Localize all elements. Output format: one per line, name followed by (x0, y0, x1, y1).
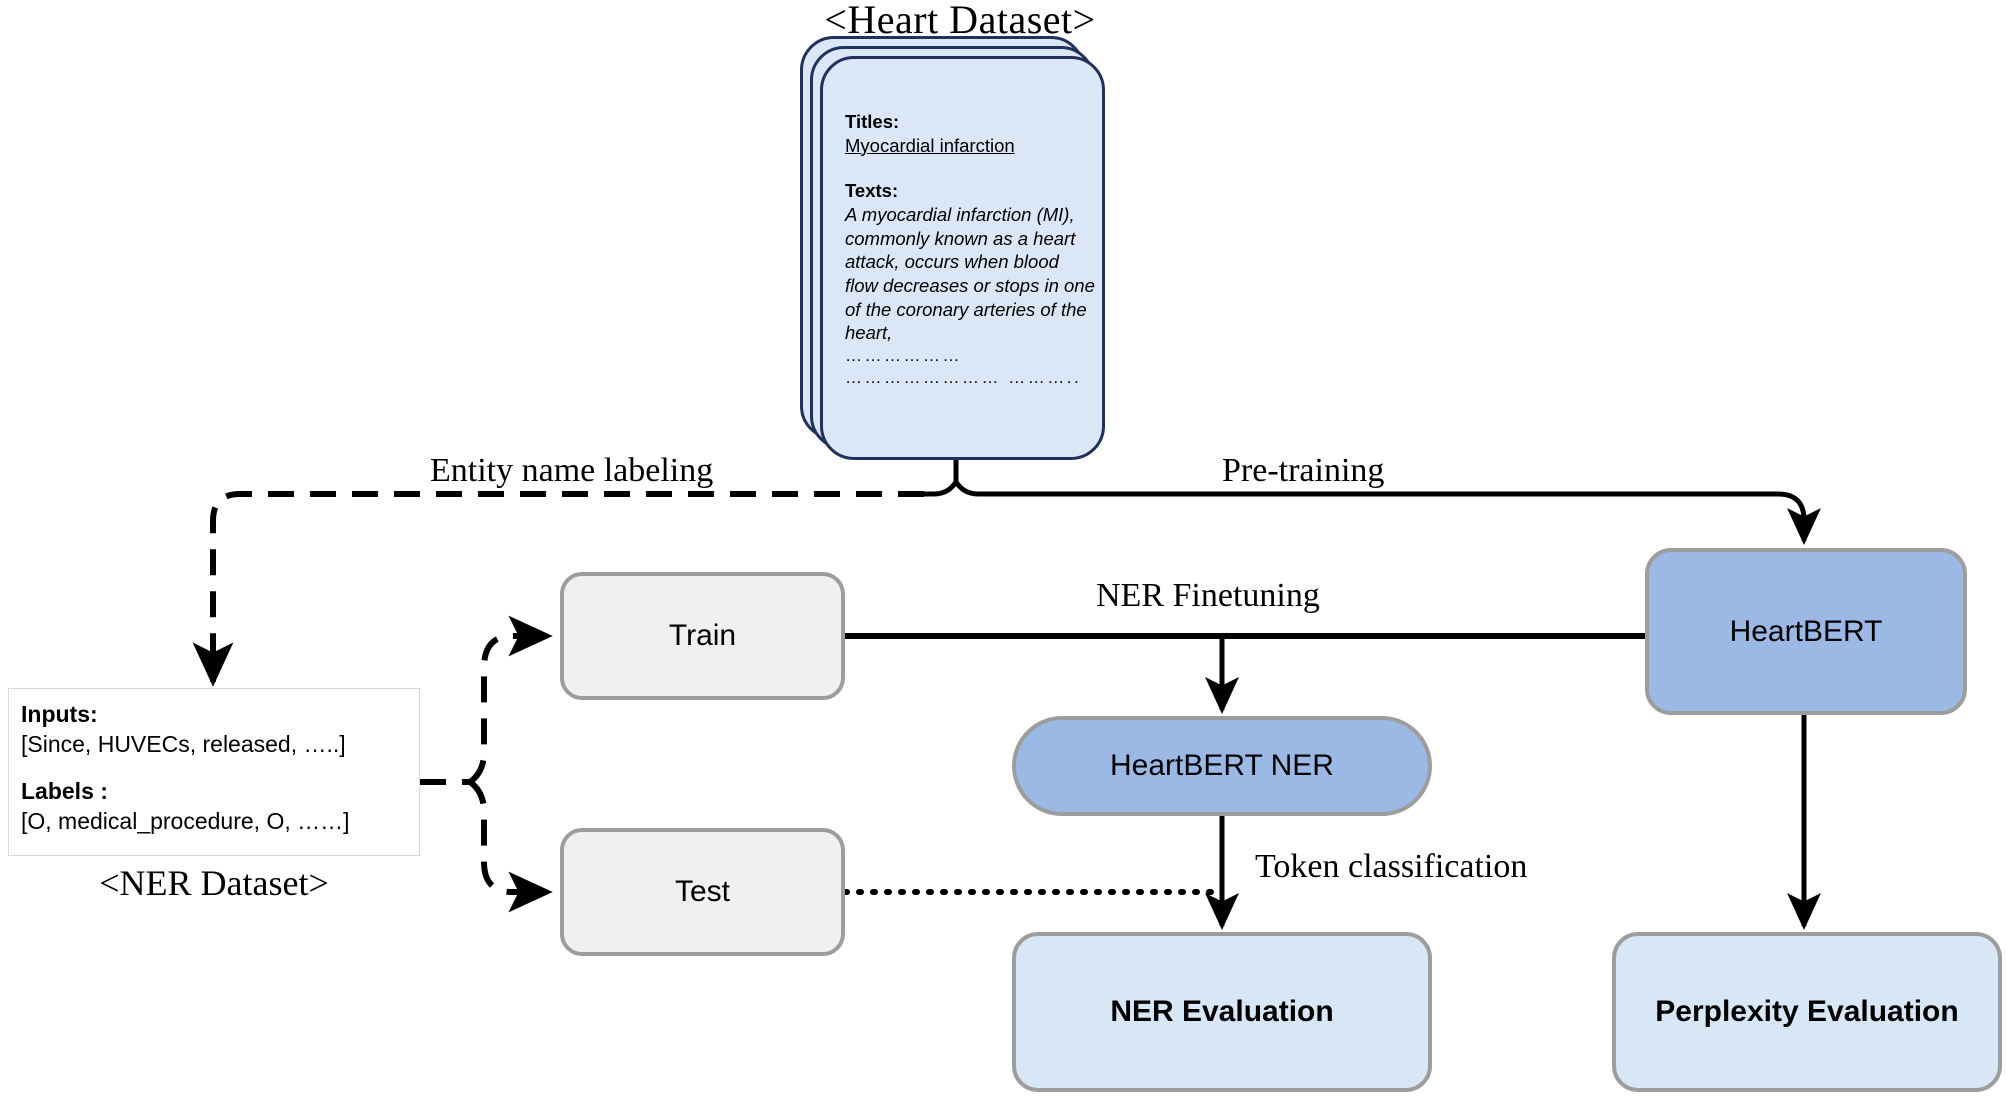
texts-ellipsis-2: …………………… ……….. (845, 367, 1082, 387)
node-perplexity-evaluation[interactable]: Perplexity Evaluation (1612, 932, 2002, 1092)
ner-dataset-card: Inputs: [Since, HUVECs, released, …..] L… (8, 688, 420, 856)
ner-card-spacer (21, 760, 407, 776)
inputs-key: Inputs: (21, 701, 98, 727)
heart-dataset-card-front (820, 56, 1105, 460)
node-heartbert[interactable]: HeartBERT (1645, 548, 1967, 715)
edge-pre-training (988, 491, 1822, 546)
edge-split-right (953, 480, 988, 497)
titles-value: Myocardial infarction (845, 134, 1015, 156)
labels-key: Labels : (21, 777, 108, 804)
labels-value: [O, medical_procedure, O, ……] (21, 808, 350, 835)
titles-key: Titles: (845, 111, 900, 132)
texts-key: Texts: (845, 180, 899, 202)
edge-label-pre-training: Pre-training (1222, 452, 1385, 489)
heart-dataset-title: <Heart Dataset> (824, 0, 1096, 42)
edge-label-ner-finetuning: NER Finetuning (1096, 577, 1320, 614)
edge-split-left (924, 480, 959, 497)
edge-entity-name-labeling (192, 491, 924, 687)
texts-ellipsis-1: ……………… (845, 346, 962, 366)
node-train-label: Train (668, 619, 737, 652)
edge-label-token-classification: Token classification (1255, 848, 1528, 885)
node-ner-evaluation[interactable]: NER Evaluation (1012, 932, 1432, 1092)
texts-value: A myocardial infarction (MI), commonly k… (845, 204, 1095, 344)
node-perplexity-evaluation-label: Perplexity Evaluation (1655, 995, 1959, 1028)
edge-ner-to-test (468, 779, 553, 913)
heart-dataset-card-content: Titles: Myocardial infarction Texts: A m… (845, 110, 1095, 389)
node-heartbert-ner[interactable]: HeartBERT NER (1012, 716, 1432, 816)
node-heartbert-label: HeartBERT (1729, 614, 1883, 648)
inputs-value: [Since, HUVECs, released, …..] (21, 731, 346, 758)
node-test-label: Test (674, 875, 731, 908)
edge-ner-to-train (468, 615, 553, 785)
node-ner-evaluation-label: NER Evaluation (1110, 995, 1334, 1028)
card-spacer (845, 157, 1095, 179)
node-test[interactable]: Test (560, 828, 845, 956)
node-heartbert-ner-label: HeartBERT NER (1110, 749, 1334, 782)
ner-dataset-title: <NER Dataset> (99, 863, 329, 903)
edge-label-entity-name-labeling: Entity name labeling (430, 452, 714, 489)
node-train[interactable]: Train (560, 572, 845, 700)
